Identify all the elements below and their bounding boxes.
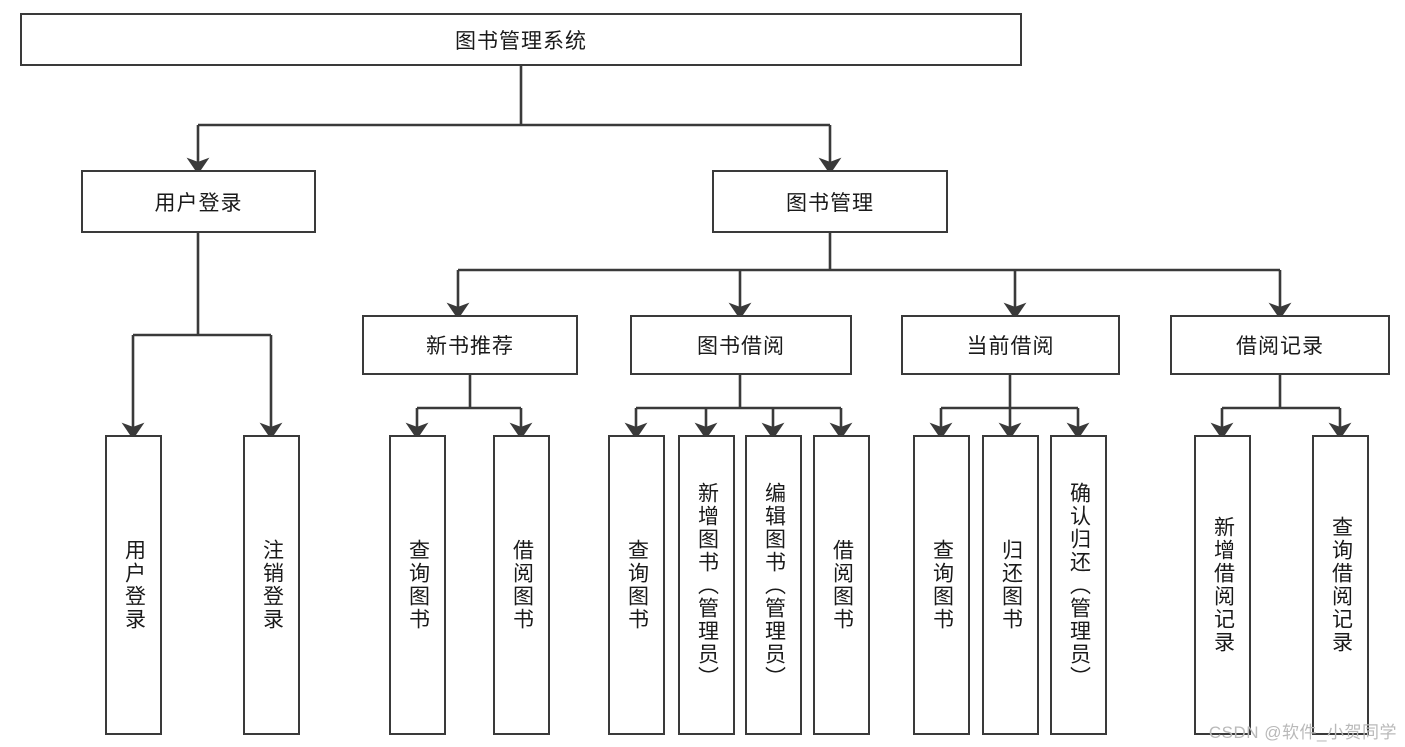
node-label: 编辑图书（管理员）	[762, 481, 786, 689]
node-label: 借阅图书	[830, 539, 854, 631]
node-label: 图书借阅	[697, 335, 785, 358]
node-root-book-management-system[interactable]: 图书管理系统	[20, 13, 1022, 66]
node-new-book-recommend[interactable]: 新书推荐	[362, 315, 578, 375]
leaf-new-book-query-book[interactable]: 查询图书	[389, 435, 446, 735]
node-label: 借阅记录	[1236, 335, 1324, 358]
node-label: 注销登录	[260, 539, 284, 631]
node-user-login[interactable]: 用户登录	[81, 170, 316, 233]
node-label: 用户登录	[154, 191, 243, 215]
node-label: 新增借阅记录	[1211, 516, 1235, 654]
node-label: 确认归还（管理员）	[1067, 481, 1091, 689]
leaf-current-borrow-confirm-return-admin[interactable]: 确认归还（管理员）	[1050, 435, 1107, 735]
leaf-borrow-record-add-record[interactable]: 新增借阅记录	[1194, 435, 1251, 735]
node-label: 查询借阅记录	[1329, 516, 1353, 654]
node-label: 新书推荐	[426, 335, 514, 358]
leaf-borrow-record-query-record[interactable]: 查询借阅记录	[1312, 435, 1369, 735]
node-label: 新增图书（管理员）	[695, 481, 719, 689]
node-book-borrow[interactable]: 图书借阅	[630, 315, 852, 375]
watermark-text: CSDN @软件_小贺同学	[1208, 723, 1397, 742]
node-borrow-record[interactable]: 借阅记录	[1170, 315, 1390, 375]
node-label: 图书管理系统	[455, 29, 587, 53]
leaf-book-borrow-query-book[interactable]: 查询图书	[608, 435, 665, 735]
node-label: 图书管理	[786, 191, 874, 215]
leaf-book-borrow-borrow-book[interactable]: 借阅图书	[813, 435, 870, 735]
leaf-user-login-login[interactable]: 用户登录	[105, 435, 162, 735]
node-label: 当前借阅	[966, 335, 1055, 358]
node-label: 归还图书	[999, 539, 1023, 631]
leaf-current-borrow-query-book[interactable]: 查询图书	[913, 435, 970, 735]
leaf-current-borrow-return-book[interactable]: 归还图书	[982, 435, 1039, 735]
node-book-management[interactable]: 图书管理	[712, 170, 948, 233]
leaf-user-login-logout[interactable]: 注销登录	[243, 435, 300, 735]
node-label: 查询图书	[625, 539, 649, 631]
node-label: 用户登录	[122, 539, 146, 631]
node-current-borrow[interactable]: 当前借阅	[901, 315, 1120, 375]
node-label: 借阅图书	[510, 539, 534, 631]
leaf-book-borrow-edit-book-admin[interactable]: 编辑图书（管理员）	[745, 435, 802, 735]
leaf-book-borrow-add-book-admin[interactable]: 新增图书（管理员）	[678, 435, 735, 735]
leaf-new-book-borrow-book[interactable]: 借阅图书	[493, 435, 550, 735]
node-label: 查询图书	[930, 539, 954, 631]
node-label: 查询图书	[406, 539, 430, 631]
